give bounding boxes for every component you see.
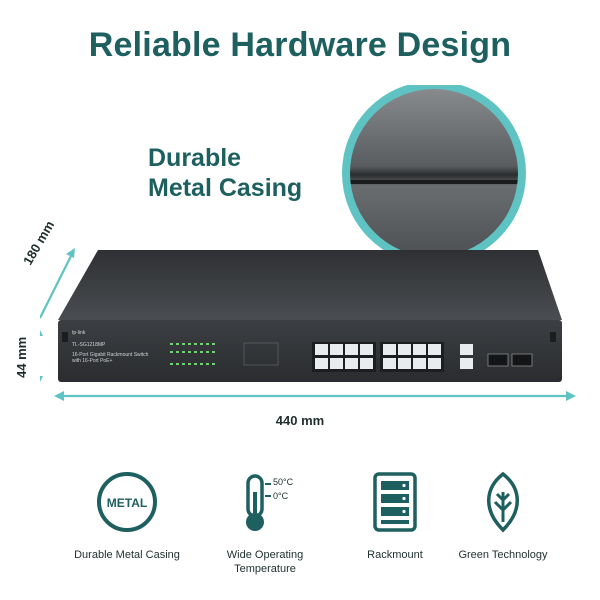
device-description-1: 16-Port Gigabit Rackmount Switch [72,352,149,358]
metal-badge-text: METAL [107,496,147,510]
dimension-width-label: 440 mm [275,413,325,428]
poe-status-panel [243,342,279,366]
metal-surface-closeup [350,89,518,257]
feature-metal-casing: METAL Durable Metal Casing [52,470,202,562]
feature-label-temperature: Wide Operating Temperature [190,548,340,576]
device-model: TL-SG1218MP [72,342,106,348]
dimension-arrows [40,248,576,401]
temp-high-label: 50°C [273,477,294,487]
device-label: tp-link TL-SG1218MP 16-Port Gigabit Rack… [72,330,148,364]
leaf-icon [471,470,535,534]
ethernet-ports [312,342,473,372]
feature-green-technology: Green Technology [428,470,578,562]
feature-label-temperature-2: Temperature [234,563,296,575]
callout-line-2: Metal Casing [148,174,303,202]
led-indicators [170,343,215,365]
sfp-slots [487,353,533,367]
feature-label-rackmount: Rackmount [367,549,423,561]
feature-label-temperature-1: Wide Operating [226,549,304,561]
switch-top-panel [58,250,562,320]
magnifier-callout [342,85,526,310]
thermometer-icon: 50°C 0°C [233,470,297,534]
feature-rackmount: Rackmount [320,470,470,562]
metal-badge-icon: METAL [95,470,159,534]
device-brand: tp-link [72,330,86,336]
switch-illustration [40,248,576,401]
feature-wide-temperature: 50°C 0°C Wide Operating Temperature [190,470,340,576]
rack-icon [363,470,427,534]
device-description-2: with 16-Port PoE+ [72,358,113,364]
dimension-height-label: 44 mm [14,336,29,378]
callout-title: Durable Metal Casing [148,143,302,203]
callout-line-1: Durable [148,144,242,172]
feature-label-metal: Durable Metal Casing [74,549,180,561]
temp-low-label: 0°C [273,491,289,501]
feature-label-green: Green Technology [458,549,548,561]
page-headline: Reliable Hardware Design [88,26,512,64]
